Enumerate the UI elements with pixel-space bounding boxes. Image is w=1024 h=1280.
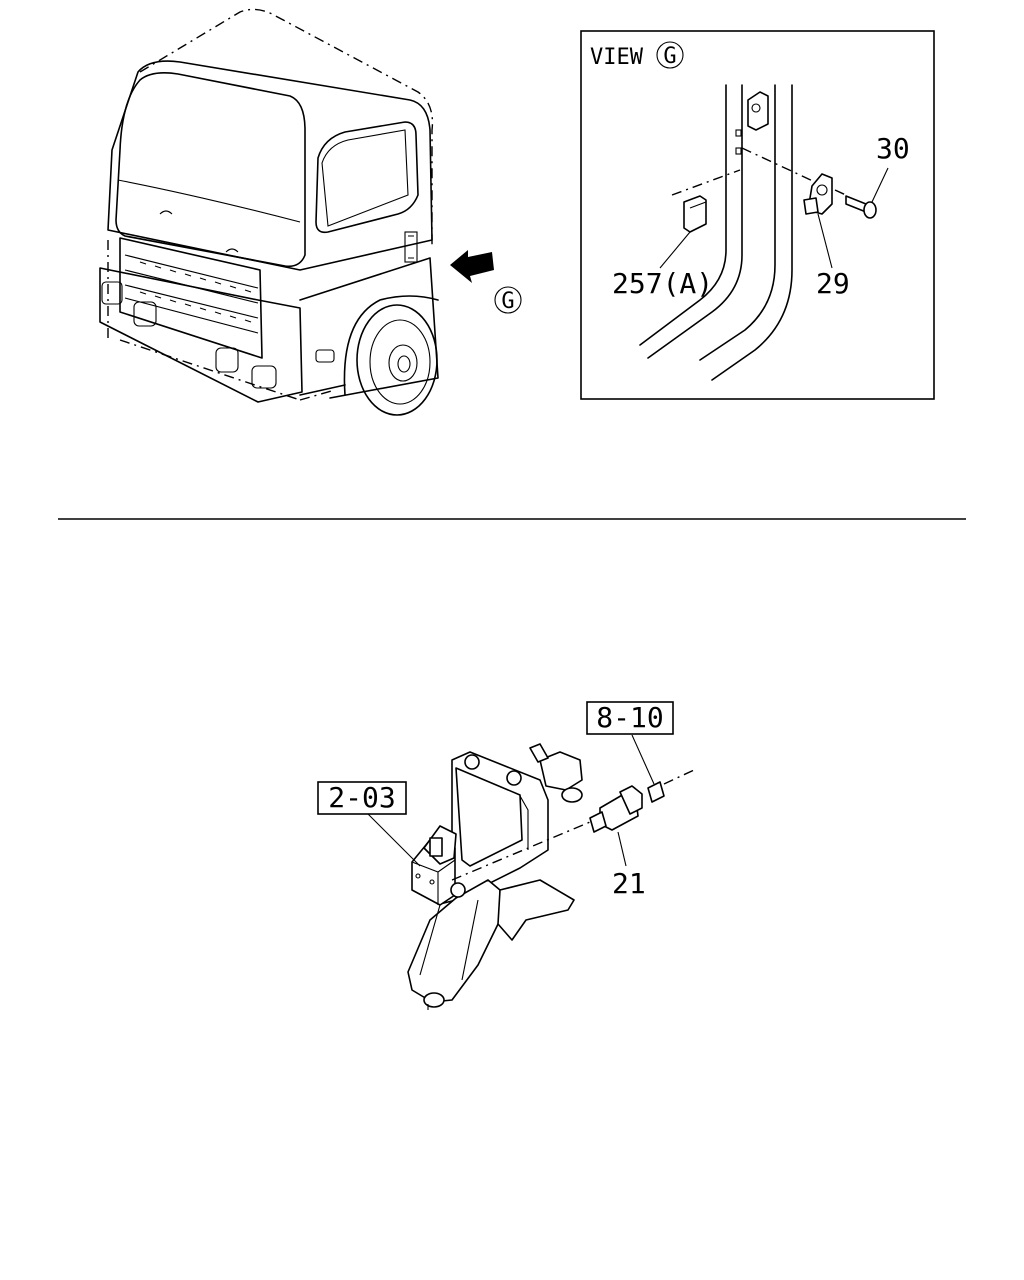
truck-cab-illustration <box>99 8 439 416</box>
part-29-striker <box>803 173 833 215</box>
ref-8-10-box[interactable]: 8-10 <box>586 701 674 735</box>
view-g-panel: VIEW G 257(A) 29 <box>580 30 935 400</box>
part-21-stop-switch <box>589 785 643 833</box>
part-257a-pad <box>683 195 707 233</box>
view-direction-arrow-icon <box>450 250 494 283</box>
brake-pedal-assembly <box>407 743 591 1010</box>
view-panel-title: VIEW <box>590 45 644 70</box>
part-30-label: 30 <box>876 132 910 165</box>
view-marker-letter: G <box>501 289 514 314</box>
part-29-label: 29 <box>816 267 850 300</box>
ref-2-03-box[interactable]: 2-03 <box>317 781 407 815</box>
part-21-label: 21 <box>612 867 646 900</box>
switch-connector <box>647 769 695 803</box>
view-marker-callout: G <box>494 286 522 314</box>
part-257a-label: 257(A) <box>612 267 713 300</box>
part-30-bolt <box>845 195 877 219</box>
ref-2-03-label: 2-03 <box>328 781 395 814</box>
ref-8-10-label: 8-10 <box>596 701 663 734</box>
view-panel-letter: G <box>663 44 676 69</box>
